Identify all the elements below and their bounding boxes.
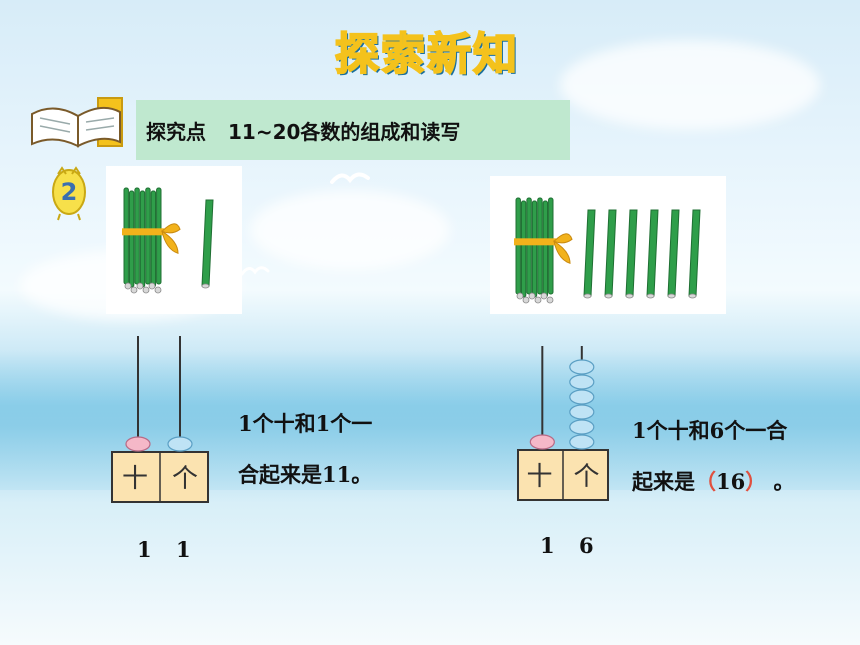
column-label-tens: 十 <box>526 462 552 492</box>
ones-bead <box>569 434 595 450</box>
digit-left-ones: 1 <box>176 537 191 562</box>
background-cloud <box>560 40 820 130</box>
page-title: 探索新知 <box>334 28 519 81</box>
step-number-badge: 2 <box>50 164 88 222</box>
abacus-left: 十个 <box>111 336 209 503</box>
ones-bead <box>569 404 595 420</box>
tens-bead <box>125 436 151 452</box>
single-stick <box>201 199 214 289</box>
explanation-right-line2: 起来是（16） 。 <box>632 469 795 494</box>
banner-topic: 11~20各数的组成和读写 <box>228 119 461 144</box>
explanation-left-line1: 1个十和1个一 <box>238 411 373 436</box>
answer-value: 16 <box>716 469 746 494</box>
abacus-right: 十个 <box>517 346 609 501</box>
ones-bead <box>569 374 595 390</box>
single-stick <box>583 209 596 299</box>
digit-right-ones: 6 <box>579 533 594 558</box>
explanation-right-line1: 1个十和6个一合 <box>632 418 788 443</box>
single-stick <box>646 209 659 299</box>
ones-bead <box>167 436 193 452</box>
background-cloud <box>250 190 450 270</box>
column-label-ones: 个 <box>172 464 198 494</box>
topic-banner: 探究点 11~20各数的组成和读写 <box>136 100 570 160</box>
single-stick <box>604 209 617 299</box>
seagull-icon <box>330 172 370 184</box>
single-stick <box>688 209 701 299</box>
single-stick <box>667 209 680 299</box>
ones-bead <box>569 419 595 435</box>
stick-bundle <box>514 197 573 304</box>
explanation-left-line2: 合起来是11。 <box>238 462 373 487</box>
open-book-icon <box>31 97 123 148</box>
banner-label: 探究点 <box>146 119 206 144</box>
digit-right-tens: 1 <box>540 533 555 558</box>
sticks-illustration <box>122 187 214 294</box>
seagull-icon <box>240 266 270 276</box>
egg-icon <box>52 166 86 221</box>
column-label-ones: 个 <box>573 462 599 492</box>
stick-bundle <box>122 187 181 294</box>
ones-bead <box>569 389 595 405</box>
tens-bead <box>529 434 555 450</box>
column-label-tens: 十 <box>122 464 148 494</box>
sticks-panel-right <box>490 176 726 314</box>
digit-left-tens: 1 <box>137 537 152 562</box>
single-stick <box>625 209 638 299</box>
ones-bead <box>569 359 595 375</box>
step-number: 2 <box>60 178 78 206</box>
sticks-illustration <box>514 197 701 304</box>
sticks-panel-left <box>106 166 242 314</box>
